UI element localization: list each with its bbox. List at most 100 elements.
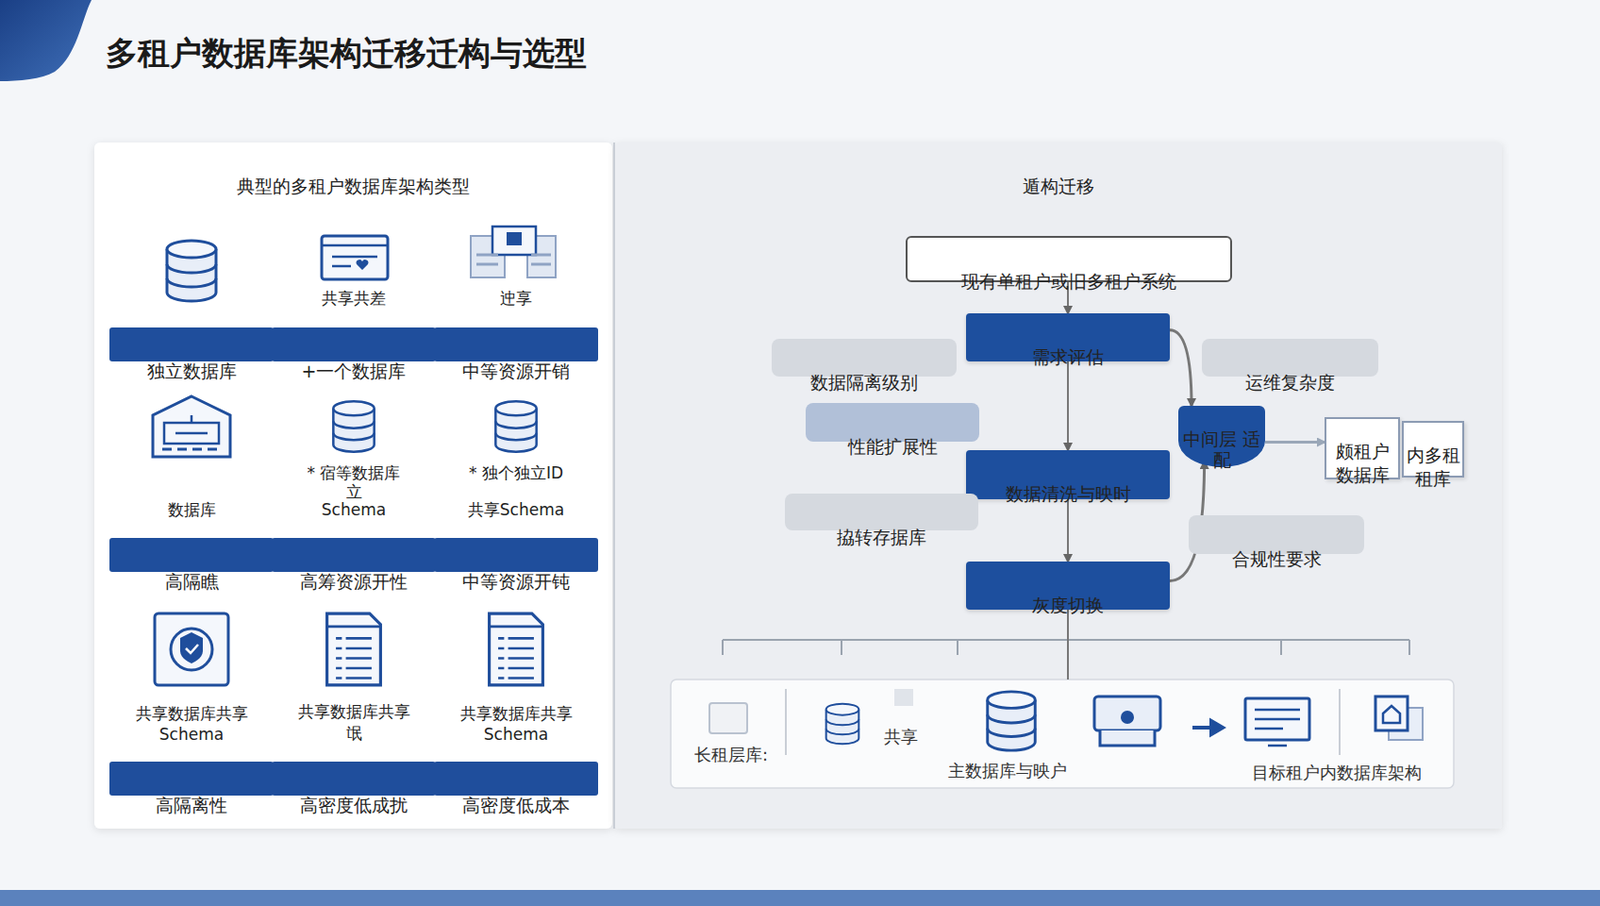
node-text: 性能扩展性 — [805, 434, 980, 460]
node-text: 典型的多租户数据库架构类型 — [94, 174, 613, 200]
node-text: 共享 — [509, 725, 1293, 749]
database-icon — [333, 400, 374, 451]
windows-icon — [470, 226, 556, 278]
server-icon — [1094, 696, 1161, 746]
caption-label: 立 — [346, 481, 363, 503]
node-text: 灰度切换 — [966, 593, 1170, 618]
document-icon — [327, 613, 382, 685]
flow-connector — [1066, 361, 1069, 450]
tree-bracket — [722, 639, 1410, 655]
node-text: 中等资源开钝 — [433, 569, 599, 595]
process-box: 需求评估 — [966, 313, 1170, 362]
database-card: 颇租户 数据库 — [1324, 416, 1400, 480]
caption-label: 迚享 — [500, 287, 533, 310]
node-text: 现有单租户或旧多租户系统 — [907, 269, 1231, 295]
card-icon — [321, 235, 388, 280]
panel: 遁构迁移现有单租户或旧多租户系统需求评估数据隔离级别运维复杂度性能扩展性中间层 … — [615, 142, 1502, 829]
flow-connector — [1066, 499, 1069, 562]
caption-label: 数据库 — [167, 499, 217, 521]
monitor-icon — [1254, 709, 1300, 746]
corner-swoosh — [0, 0, 92, 82]
node-text: 高隔离性 — [109, 793, 274, 818]
home-doc-icon — [1383, 705, 1400, 723]
trait-label: 高筹资源开性 — [271, 537, 436, 572]
node-text: 目标租户内数据库架构 — [945, 761, 1600, 784]
node-text: 运维复杂度 — [1201, 370, 1379, 396]
node-text: 颇租户 数据库 — [1326, 439, 1399, 486]
factor-pill: 运维复杂度 — [1201, 338, 1379, 377]
divider — [784, 688, 787, 755]
trait-label: 高隔瞧 — [109, 537, 274, 572]
server-icon — [1100, 730, 1155, 746]
node-text: 拹转存据库 — [784, 525, 979, 550]
factor-pill: 数据隔离级别 — [771, 338, 957, 377]
shield-icon — [154, 613, 229, 685]
node-text: 遁构迁移 — [615, 174, 1502, 200]
board-icon — [152, 396, 231, 457]
board-icon — [152, 396, 231, 457]
factor-pill: 合规性要求 — [1188, 515, 1365, 554]
trait-label: 高密度低成本 — [433, 761, 599, 796]
caption-label: * 独个独立ID — [468, 462, 564, 484]
caption-label: 共享数据库共享 氓 — [290, 700, 417, 745]
factor-pill: 性能扩展性 — [805, 402, 980, 442]
node-text: 需求评估 — [966, 345, 1170, 370]
shield-icon — [185, 644, 199, 653]
flow-connector — [1066, 609, 1069, 680]
node-text: 独立数据库 — [109, 359, 274, 384]
node-text: 中间层 适配 — [1178, 429, 1266, 471]
flow-connector — [1169, 330, 1192, 406]
trait-label: 高隔离性 — [109, 761, 274, 796]
node-text: 数据隔离级别 — [771, 370, 957, 396]
trait-label: 独立数据库 — [109, 327, 274, 362]
factor-pill: 拹转存据库 — [784, 493, 979, 531]
card-icon — [321, 245, 388, 267]
divider — [1338, 688, 1341, 755]
source-box: 现有单租户或旧多租户系统 — [905, 235, 1233, 283]
database-icon — [826, 703, 860, 745]
node-text: 合规性要求 — [1188, 547, 1365, 572]
server-icon — [1120, 710, 1134, 724]
tree-bracket — [722, 638, 1410, 641]
server-icon — [1094, 696, 1161, 731]
card-icon — [356, 259, 369, 270]
bottom-icons — [709, 688, 1423, 755]
bottom-bar — [0, 889, 1600, 906]
node-text: 高密度低成扰 — [271, 793, 436, 818]
windows-icon — [492, 226, 536, 255]
caption-label: 共享数据库共享 Schema — [452, 702, 580, 744]
database-icon — [495, 400, 536, 451]
trait-label: 高密度低成扰 — [271, 761, 436, 796]
node-text: 数据清洗与映时 — [966, 482, 1170, 507]
caption-label: 共享Schema — [467, 499, 565, 521]
trait-label: +一个数据库 — [271, 327, 436, 362]
document-icon — [489, 613, 544, 685]
home-doc-icon — [1375, 696, 1408, 731]
card-icon — [321, 235, 388, 280]
caption-label: 共享共差 — [321, 287, 386, 310]
database-icon — [166, 240, 217, 301]
right-panel-bg — [615, 142, 1502, 829]
caption-label: 共享数据库共享 Schema — [128, 702, 255, 744]
windows-icon — [476, 254, 551, 265]
shield-icon — [154, 613, 229, 685]
shield-icon — [180, 632, 203, 664]
home-doc-icon — [1375, 696, 1423, 740]
windows-icon — [506, 232, 522, 246]
database-icon — [987, 691, 1036, 750]
node-text: +一个数据库 — [271, 359, 436, 384]
node-text: 高隔瞧 — [109, 569, 274, 595]
square-icon — [709, 702, 748, 734]
faded-square — [894, 688, 914, 706]
monitor-icon — [1245, 698, 1310, 746]
node-text: 高筹资源开性 — [271, 569, 436, 595]
board-icon — [162, 448, 217, 451]
process-box: 数据清洗与映时 — [966, 450, 1170, 500]
arrow-icon — [1192, 720, 1223, 734]
trait-label: 中等资源开钝 — [433, 537, 599, 572]
shield-icon — [170, 628, 213, 670]
caption-label: Schema — [321, 500, 386, 519]
board-icon — [175, 415, 208, 434]
panel-divider — [613, 142, 616, 829]
